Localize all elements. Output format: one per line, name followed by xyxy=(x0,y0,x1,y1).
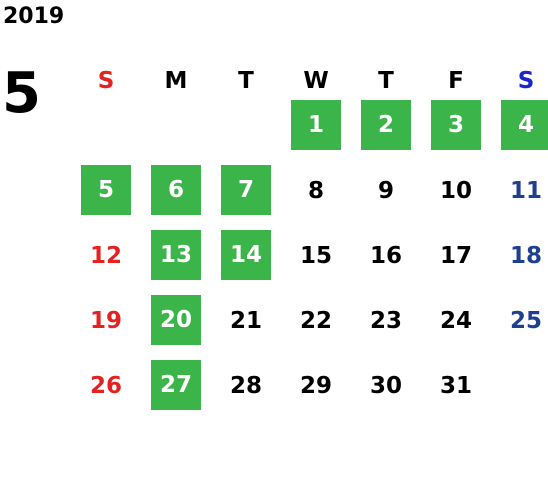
day-5[interactable]: 5 xyxy=(81,165,131,215)
day-15[interactable]: 15 xyxy=(299,243,332,269)
weekday-monday: M xyxy=(164,68,188,94)
week-row-2: 5 6 7 8 9 10 11 xyxy=(70,165,548,230)
day-27[interactable]: 27 xyxy=(151,360,201,410)
weekday-thursday: T xyxy=(378,68,394,94)
day-23[interactable]: 23 xyxy=(369,308,402,334)
day-17[interactable]: 17 xyxy=(439,243,472,269)
day-9[interactable]: 9 xyxy=(377,178,394,204)
day-29[interactable]: 29 xyxy=(299,373,332,399)
day-25[interactable]: 25 xyxy=(509,308,542,334)
day-18[interactable]: 18 xyxy=(509,243,542,269)
week-row-4: 19 20 21 22 23 24 25 xyxy=(70,295,548,360)
month-number: 5 xyxy=(2,61,41,126)
day-14[interactable]: 14 xyxy=(221,230,271,280)
day-24[interactable]: 24 xyxy=(439,308,472,334)
weekday-tuesday: T xyxy=(238,68,254,94)
day-30[interactable]: 30 xyxy=(369,373,402,399)
day-3[interactable]: 3 xyxy=(431,100,481,150)
weekday-friday: F xyxy=(448,68,464,94)
day-21[interactable]: 21 xyxy=(229,308,262,334)
weekday-wednesday: W xyxy=(303,68,329,94)
day-26[interactable]: 26 xyxy=(89,373,122,399)
day-6[interactable]: 6 xyxy=(151,165,201,215)
day-20[interactable]: 20 xyxy=(151,295,201,345)
day-16[interactable]: 16 xyxy=(369,243,402,269)
day-22[interactable]: 22 xyxy=(299,308,332,334)
day-28[interactable]: 28 xyxy=(229,373,262,399)
weekday-header-row: S M T W T F S xyxy=(70,62,548,100)
weekday-sunday: S xyxy=(97,68,115,94)
day-13[interactable]: 13 xyxy=(151,230,201,280)
week-row-3: 12 13 14 15 16 17 18 xyxy=(70,230,548,295)
calendar-grid: S M T W T F S 1 2 3 4 5 6 7 8 9 10 11 12… xyxy=(70,62,548,425)
day-19[interactable]: 19 xyxy=(89,308,122,334)
day-4[interactable]: 4 xyxy=(501,100,548,150)
day-1[interactable]: 1 xyxy=(291,100,341,150)
week-row-5: 26 27 28 29 30 31 xyxy=(70,360,548,425)
day-7[interactable]: 7 xyxy=(221,165,271,215)
weekday-saturday: S xyxy=(517,68,535,94)
year-label: 2019 xyxy=(3,4,65,29)
day-8[interactable]: 8 xyxy=(307,178,324,204)
week-row-1: 1 2 3 4 xyxy=(70,100,548,165)
day-12[interactable]: 12 xyxy=(89,243,122,269)
day-10[interactable]: 10 xyxy=(439,178,472,204)
day-31[interactable]: 31 xyxy=(439,373,472,399)
day-11[interactable]: 11 xyxy=(509,178,542,204)
day-2[interactable]: 2 xyxy=(361,100,411,150)
